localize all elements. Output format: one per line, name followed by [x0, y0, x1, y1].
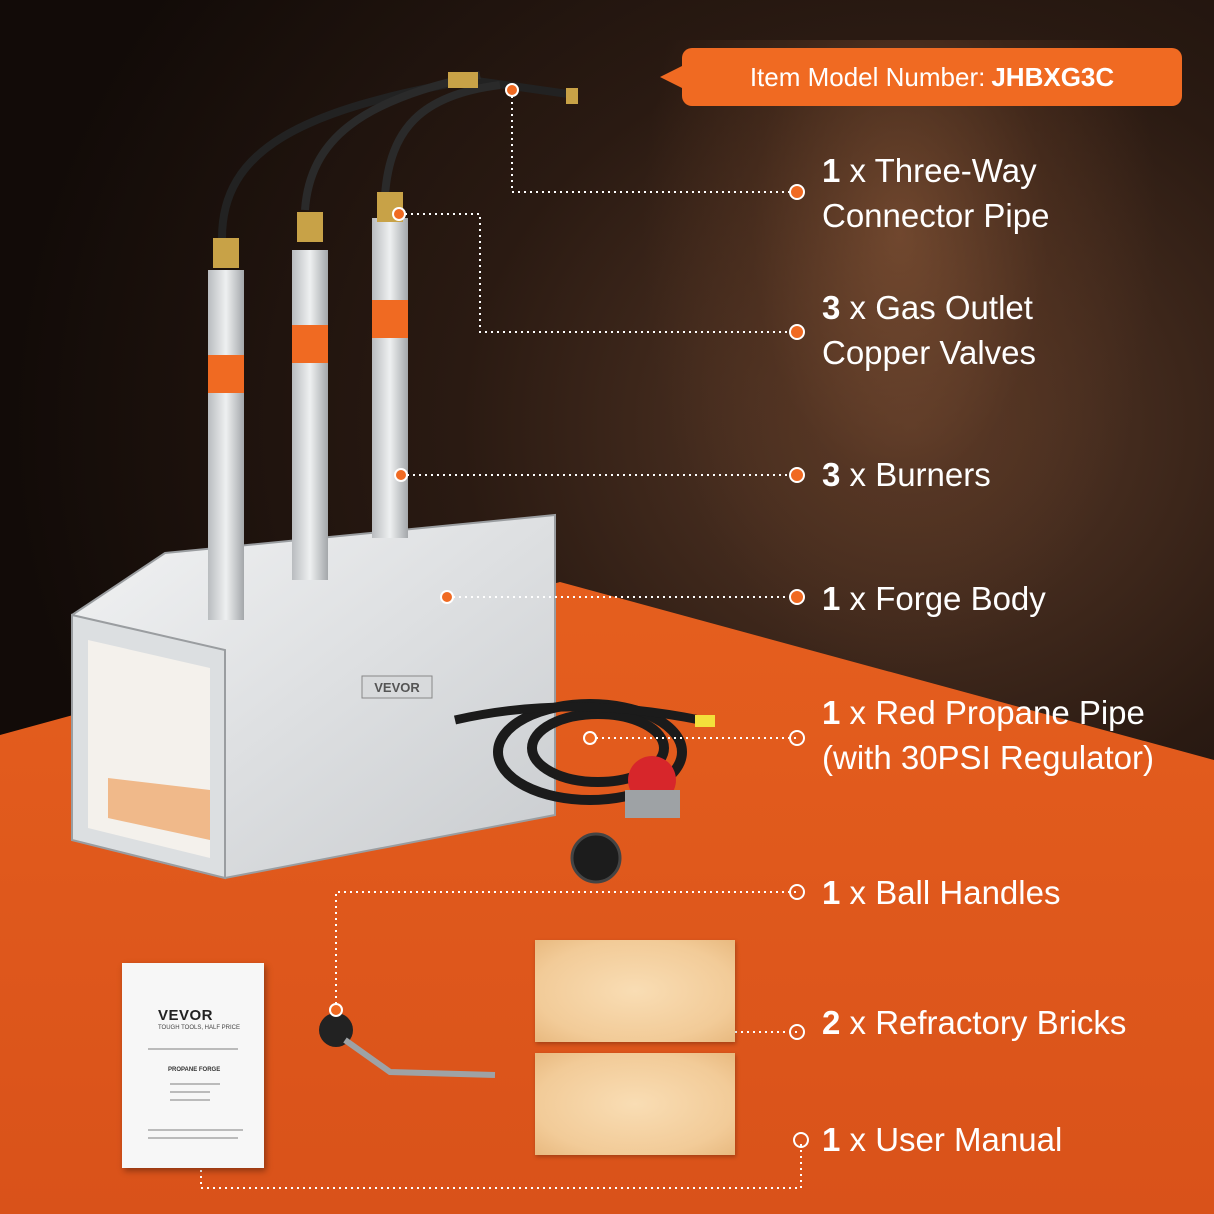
- label-ball-handles: 1 x Ball Handles: [822, 874, 1061, 911]
- forge-brick: [108, 778, 210, 840]
- manual-brand: VEVOR: [158, 1007, 214, 1024]
- blacksmith-silhouette: [640, 40, 1160, 680]
- refractory-brick-2: [535, 1053, 735, 1155]
- marker-propane-pipe: [583, 731, 597, 745]
- marker-connector-pipe: [505, 83, 519, 97]
- hose-3: [381, 81, 501, 196]
- label-forge-body: 1 x Forge Body: [822, 580, 1046, 617]
- ball-handle: [319, 1013, 353, 1047]
- label-dot: [789, 1024, 805, 1040]
- label-propane-pipe: 1 x Red Propane Pipe (with 30PSI Regulat…: [822, 694, 1154, 776]
- manual-title: PROPANE FORGE: [168, 1067, 221, 1073]
- burner-1: [208, 270, 244, 620]
- plate-text: VEVOR: [374, 680, 420, 695]
- refractory-brick-1: [535, 940, 735, 1042]
- valve-1: [213, 238, 239, 268]
- label-dot: [789, 467, 805, 483]
- burner-3: [372, 218, 408, 538]
- label-dot: [789, 884, 805, 900]
- label-dot: [789, 589, 805, 605]
- model-number-badge: Item Model Number: JHBXG3C: [660, 48, 1182, 106]
- burner-2: [292, 250, 328, 580]
- label-burners: 3 x Burners: [822, 456, 991, 493]
- label-copper-valves: 3 x Gas Outlet Copper Valves: [822, 289, 1037, 371]
- marker-ball-handle: [329, 1003, 343, 1017]
- three-way-connector: [448, 72, 478, 88]
- label-dot: [789, 730, 805, 746]
- user-manual-booklet: VEVOR TOUGH TOOLS, HALF PRICE PROPANE FO…: [122, 963, 264, 1168]
- manual-slogan: TOUGH TOOLS, HALF PRICE: [158, 1025, 241, 1031]
- label-connector-pipe: 1 x Three-Way Connector Pipe: [822, 152, 1050, 234]
- label-refractory-bricks: 2 x Refractory Bricks: [822, 1004, 1127, 1041]
- marker-forge-body: [440, 590, 454, 604]
- label-dot: [793, 1132, 809, 1148]
- marker-burner: [394, 468, 408, 482]
- marker-copper-valve: [392, 207, 406, 221]
- model-number: JHBXG3C: [991, 61, 1115, 92]
- hose-2: [301, 71, 481, 211]
- label-user-manual: 1 x User Manual: [822, 1121, 1063, 1158]
- model-label: Item Model Number:: [749, 61, 986, 92]
- vevor-plate: [361, 675, 433, 699]
- label-dot: [789, 184, 805, 200]
- label-dot: [789, 324, 805, 340]
- valve-2: [297, 212, 323, 242]
